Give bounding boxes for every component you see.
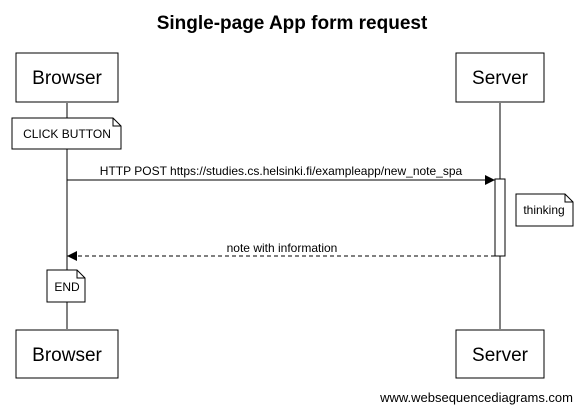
actor-server-top: Server (455, 52, 545, 103)
message-http-post: HTTP POST https://studies.cs.helsinki.fi… (67, 164, 495, 185)
credit-text: www.websequencediagrams.com (379, 390, 573, 405)
actor-browser-top: Browser (15, 52, 119, 103)
note-click-button: CLICK BUTTON (11, 117, 122, 150)
server-activation-bar (494, 178, 506, 257)
message-note-with-information: note with information (67, 241, 495, 261)
note-click-button-text: CLICK BUTTON (23, 127, 111, 141)
actor-server-bottom: Server (455, 329, 545, 379)
message-note-with-information-label: note with information (227, 241, 338, 255)
actor-browser-top-label: Browser (32, 68, 102, 89)
actor-server-bottom-label: Server (472, 345, 529, 366)
note-end: END (46, 269, 86, 303)
note-thinking: thinking (515, 193, 574, 227)
message-http-post-label: HTTP POST https://studies.cs.helsinki.fi… (100, 164, 463, 178)
note-thinking-text: thinking (523, 203, 564, 217)
actor-browser-bottom-label: Browser (32, 345, 102, 366)
actor-browser-bottom: Browser (15, 329, 119, 379)
actor-server-top-label: Server (472, 68, 529, 89)
note-end-text: END (54, 280, 80, 294)
diagram-title: Single-page App form request (157, 13, 428, 34)
